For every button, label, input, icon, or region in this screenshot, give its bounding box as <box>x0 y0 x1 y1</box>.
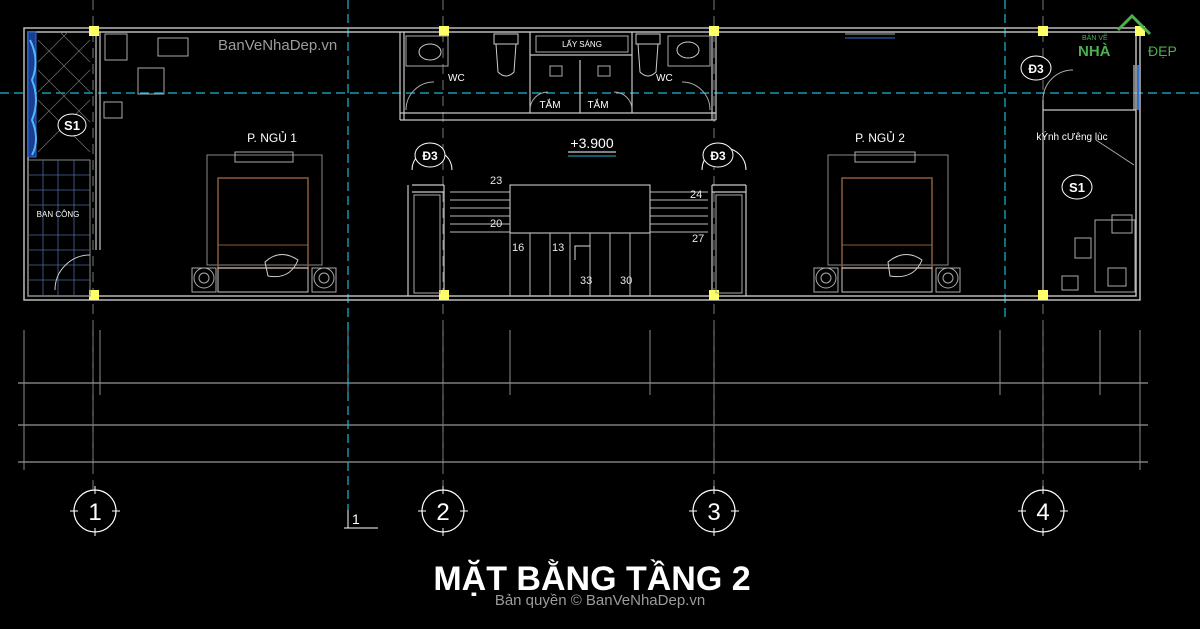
stair-step-20: 20 <box>490 218 502 230</box>
svg-text:2: 2 <box>436 499 449 526</box>
wc-block: LẤY SÁNG WC WC TẮM TẮM <box>405 33 711 111</box>
axis-bubble-2: 2 <box>418 486 468 536</box>
svg-text:Đ3: Đ3 <box>422 149 438 163</box>
structural-columns <box>89 26 1145 300</box>
balcony-area: BAN CÔNG <box>27 31 91 297</box>
grid-dashed-lines <box>0 0 1200 510</box>
skylight-label: LẤY SÁNG <box>562 39 602 49</box>
glass-wall-label: kÝnh cƯêng lùc <box>1036 130 1107 143</box>
interior-walls <box>95 32 1136 296</box>
balcony-label: BAN CÔNG <box>37 210 80 219</box>
stair-step-33: 33 <box>580 275 592 287</box>
svg-text:S1: S1 <box>64 118 80 133</box>
axis-bubbles: 1 2 3 4 <box>70 486 1068 536</box>
axis-bubble-1: 1 <box>70 486 120 536</box>
copyright-text: Bản quyền © BanVeNhaDep.vn <box>495 592 705 609</box>
right-study: kÝnh cƯêng lùc <box>1036 65 1139 293</box>
stair-step-24: 24 <box>690 189 702 201</box>
bedroom-1-label: P. NGỦ 1 <box>247 130 297 145</box>
wc-right-label: WC <box>656 73 673 84</box>
brand-logo: BẢN VẼ NHÀ ĐẸP <box>1078 13 1177 60</box>
stair-step-27: 27 <box>692 233 704 245</box>
stair-step-30: 30 <box>620 275 632 287</box>
shower-left-label: TẮM <box>539 98 560 111</box>
window-tag-s1-right: S1 <box>1061 174 1093 200</box>
door-tag-d3-left: Đ3 <box>411 142 453 171</box>
svg-text:S1: S1 <box>1069 180 1085 195</box>
svg-text:1: 1 <box>88 499 101 526</box>
watermark-top: BanVeNhaDep.vn <box>218 37 337 54</box>
elevation-label: +3.900 <box>570 135 613 151</box>
stair-step-23: 23 <box>490 175 502 187</box>
bedroom-2-label: P. NGỦ 2 <box>855 130 905 145</box>
logo-top-text: BẢN VẼ <box>1082 33 1108 42</box>
shower-right-label: TẮM <box>587 98 608 111</box>
window-tag-s1-left: S1 <box>57 113 87 137</box>
svg-text:3: 3 <box>707 499 720 526</box>
stair-hall: +3.900 23 24 20 <box>413 135 743 296</box>
exterior-walls <box>23 27 1141 301</box>
bedroom-1: P. NGỦ 1 <box>103 33 337 293</box>
axis-bubble-4: 4 <box>1018 486 1068 536</box>
bedroom-2: P. NGỦ 2 <box>813 33 961 293</box>
axis-bubble-3: 3 <box>689 486 739 536</box>
door-tag-d3-right: Đ3 <box>1020 55 1074 101</box>
section-mark: 1 <box>344 510 378 529</box>
stair-step-13: 13 <box>552 242 564 254</box>
door-tag-d3-mid: Đ3 <box>701 142 747 171</box>
dimension-lines <box>18 330 1148 470</box>
svg-text:4: 4 <box>1036 499 1049 526</box>
logo-main-left: NHÀ <box>1078 43 1111 60</box>
drawing-title: MẶT BẰNG TẦNG 2 <box>433 560 750 598</box>
svg-text:1: 1 <box>352 511 360 527</box>
wc-left-label: WC <box>448 73 465 84</box>
logo-main-right: ĐẸP <box>1148 43 1177 59</box>
svg-text:Đ3: Đ3 <box>710 149 726 163</box>
svg-text:Đ3: Đ3 <box>1028 62 1044 76</box>
stair-step-16: 16 <box>512 242 524 254</box>
